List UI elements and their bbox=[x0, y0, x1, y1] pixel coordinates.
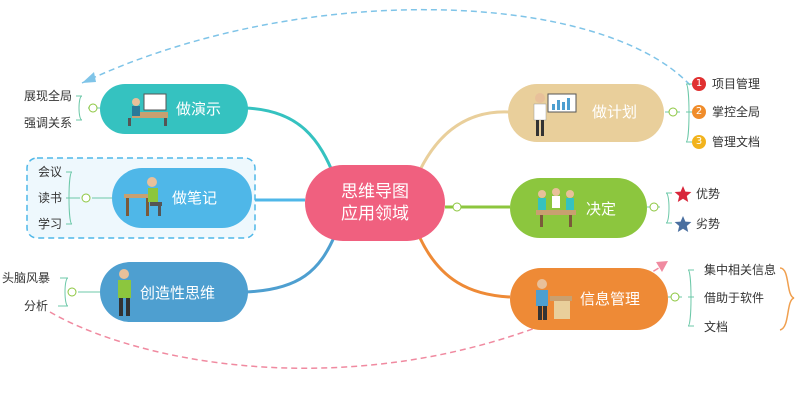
notes-collapse-toggle[interactable] bbox=[82, 194, 90, 202]
plan-child-2[interactable]: 掌控全局 bbox=[712, 105, 760, 119]
connector-center-to-info bbox=[420, 238, 510, 297]
creative-collapse-toggle[interactable] bbox=[68, 288, 76, 296]
presenter-with-chart-icon bbox=[528, 88, 582, 138]
present-collapse-toggle[interactable] bbox=[89, 104, 97, 112]
branch-label-plan: 做计划 bbox=[592, 103, 637, 121]
plan-child-1[interactable]: 项目管理 bbox=[712, 77, 760, 91]
plan-collapse-toggle[interactable] bbox=[669, 108, 677, 116]
connector-center-to-creative bbox=[245, 235, 335, 292]
badge-1: 1 bbox=[692, 77, 706, 91]
center-title-line2: 应用领域 bbox=[305, 203, 445, 225]
meeting-table-icon bbox=[532, 186, 580, 230]
info-child-3[interactable]: 文档 bbox=[704, 320, 728, 334]
branch-label-decide: 决定 bbox=[586, 200, 616, 218]
center-title-line1: 思维导图 bbox=[305, 181, 445, 203]
presenter-at-desk-icon bbox=[124, 90, 172, 128]
info-child-1[interactable]: 集中相关信息 bbox=[704, 263, 776, 277]
creative-children-bracket bbox=[58, 278, 100, 306]
person-at-table-icon bbox=[528, 274, 576, 324]
connector-center-to-present bbox=[245, 108, 335, 178]
connector-center-to-plan bbox=[420, 112, 510, 170]
person-writing-at-desk-icon bbox=[120, 174, 166, 220]
info-child-2[interactable]: 借助于软件 bbox=[704, 291, 764, 305]
branch-label-creative: 创造性思维 bbox=[140, 284, 215, 302]
branch-label-notes: 做笔记 bbox=[172, 189, 217, 207]
creative-child-1[interactable]: 头脑风暴 bbox=[2, 271, 50, 285]
branch-node-present[interactable] bbox=[100, 84, 248, 134]
creative-child-2[interactable]: 分析 bbox=[24, 299, 48, 313]
star-icon-weakness bbox=[675, 216, 692, 232]
notes-child-2[interactable]: 读书 bbox=[38, 191, 62, 205]
relation-line-blue bbox=[82, 10, 690, 85]
branch-label-present: 做演示 bbox=[176, 100, 221, 118]
relation-arrowhead-pink bbox=[656, 261, 668, 272]
decide-child-strength[interactable]: 优势 bbox=[696, 187, 720, 201]
notes-child-1[interactable]: 会议 bbox=[38, 165, 62, 179]
decide-child-weakness[interactable]: 劣势 bbox=[696, 217, 720, 231]
info-collapse-toggle[interactable] bbox=[671, 293, 679, 301]
center-node-title: 思维导图 应用领域 bbox=[305, 181, 445, 225]
branch-label-info: 信息管理 bbox=[580, 290, 640, 308]
decide-collapse-toggle[interactable] bbox=[650, 203, 658, 211]
badge-3: 3 bbox=[692, 135, 706, 149]
plan-child-3[interactable]: 管理文档 bbox=[712, 135, 760, 149]
info-summary-brace bbox=[780, 268, 794, 330]
notes-child-3[interactable]: 学习 bbox=[38, 217, 62, 231]
decide-branch-toggle[interactable] bbox=[453, 203, 461, 211]
badge-2: 2 bbox=[692, 105, 706, 119]
person-thinking-icon bbox=[110, 266, 140, 318]
relation-arrowhead-blue bbox=[82, 72, 96, 83]
star-icon-strength bbox=[675, 186, 692, 202]
present-child-2[interactable]: 强调关系 bbox=[24, 116, 72, 130]
present-child-1[interactable]: 展现全局 bbox=[24, 89, 72, 103]
